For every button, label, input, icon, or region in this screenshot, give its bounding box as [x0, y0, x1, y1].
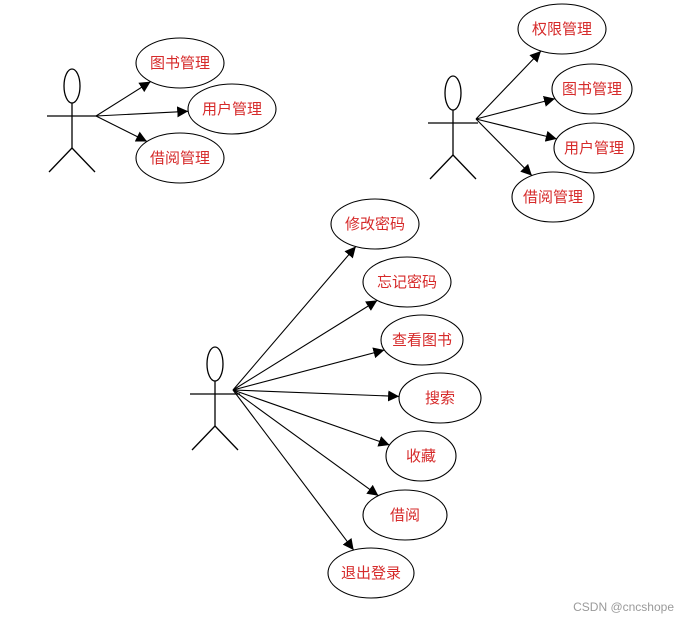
- use-case: 借阅管理: [511, 171, 595, 223]
- use-case-label: 搜索: [425, 389, 455, 407]
- use-case-oval: [362, 256, 452, 308]
- use-case: 修改密码: [330, 198, 420, 250]
- association-arrow: [475, 118, 533, 176]
- association-arrow: [232, 389, 379, 497]
- use-case-oval: [135, 132, 225, 184]
- use-case: 借阅: [362, 489, 448, 541]
- actor-head: [206, 346, 224, 382]
- use-case-label: 修改密码: [345, 215, 405, 233]
- use-case: 收藏: [385, 430, 457, 482]
- use-case: 图书管理: [551, 63, 633, 115]
- association-arrow: [95, 81, 151, 117]
- use-case-oval: [553, 122, 635, 174]
- use-case: 搜索: [398, 372, 482, 424]
- use-case-label: 借阅管理: [150, 149, 210, 167]
- association-arrow: [232, 299, 378, 391]
- association-arrow: [95, 106, 189, 118]
- use-case-oval: [398, 372, 482, 424]
- use-case-oval: [511, 171, 595, 223]
- use-case-label: 用户管理: [202, 100, 262, 118]
- actor-left-leg: [48, 147, 73, 173]
- watermark: CSDN @cncshope: [573, 600, 674, 614]
- use-case: 权限管理: [517, 3, 607, 55]
- use-case-label: 忘记密码: [377, 273, 437, 291]
- association-arrow: [95, 115, 148, 142]
- use-case-oval: [380, 314, 464, 366]
- actor-1: [47, 68, 97, 173]
- use-case-oval: [517, 3, 607, 55]
- association-arrow: [232, 347, 385, 391]
- use-case: 用户管理: [553, 122, 635, 174]
- use-case-label: 收藏: [406, 447, 436, 465]
- use-case: 忘记密码: [362, 256, 452, 308]
- use-case-oval: [551, 63, 633, 115]
- use-case-label: 借阅: [390, 506, 420, 524]
- use-case-oval: [385, 430, 457, 482]
- association-arrow: [232, 389, 390, 447]
- use-case: 借阅管理: [135, 132, 225, 184]
- use-case-oval: [327, 547, 415, 599]
- use-case-label: 借阅管理: [523, 188, 583, 206]
- use-case-oval: [135, 37, 225, 89]
- actor-right-leg: [214, 425, 239, 451]
- use-case-label: 权限管理: [532, 20, 592, 38]
- association-arrow: [475, 96, 556, 120]
- use-case-label: 查看图书: [392, 331, 452, 349]
- use-case-label: 图书管理: [150, 54, 210, 72]
- association-arrow: [232, 246, 357, 391]
- use-case-oval: [362, 489, 448, 541]
- actor-left-leg: [429, 154, 454, 180]
- use-case: 图书管理: [135, 37, 225, 89]
- actor-2: [428, 75, 478, 180]
- use-case: 查看图书: [380, 314, 464, 366]
- actor-3: [190, 346, 240, 451]
- actor-head: [444, 75, 462, 111]
- use-case-label: 用户管理: [564, 139, 624, 157]
- association-arrow: [232, 389, 400, 402]
- use-case-label: 退出登录: [341, 564, 401, 582]
- use-case-label: 图书管理: [562, 80, 622, 98]
- association-arrow: [475, 118, 557, 142]
- actor-right-leg: [452, 154, 477, 180]
- association-arrow: [475, 50, 542, 120]
- use-case: 退出登录: [327, 547, 415, 599]
- actor-head: [63, 68, 81, 104]
- actor-right-leg: [71, 147, 96, 173]
- use-case: 用户管理: [187, 83, 277, 135]
- use-case-oval: [187, 83, 277, 135]
- use-case-oval: [330, 198, 420, 250]
- actor-left-leg: [191, 425, 216, 451]
- association-arrow: [232, 389, 355, 551]
